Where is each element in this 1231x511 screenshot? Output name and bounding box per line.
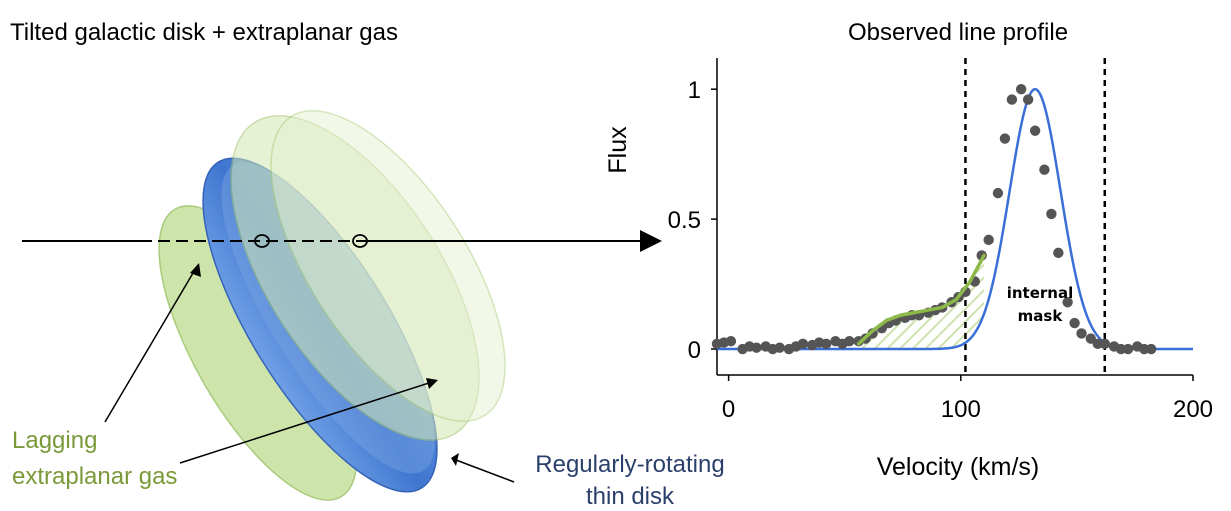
observed-data-point [1046, 208, 1057, 220]
observed-data-point [1006, 94, 1018, 105]
label-arrows [104, 263, 515, 483]
label-thin-disk-line2: thin disk [586, 483, 675, 510]
extraplanar-gas-front [230, 110, 506, 441]
y-axis-label: Flux [604, 126, 632, 174]
mask-label-line2: mask [1018, 307, 1064, 325]
label-lagging-line1: Lagging [12, 427, 97, 454]
label-lagging-line2: extraplanar gas [12, 463, 177, 490]
x-axis-label: Velocity (km/s) [877, 453, 1040, 481]
observed-data-point [1053, 247, 1064, 259]
observed-data-point [1022, 94, 1034, 105]
arrow-head-icon [640, 230, 662, 252]
left-panel: Tilted galactic disk + extraplanar gas [10, 19, 725, 510]
observed-data-point [844, 336, 855, 347]
mask-label-line1: internal [1007, 284, 1074, 302]
observed-data-point [820, 338, 832, 350]
observed-data-point [1015, 83, 1027, 95]
observed-data-point [1039, 164, 1050, 175]
observed-data-point [1122, 343, 1134, 355]
x-tick-label: 0 [722, 396, 735, 423]
intersection-marker-icon [254, 234, 270, 248]
observed-data-point [992, 187, 1004, 199]
observed-data-point [797, 338, 809, 350]
observed-data-point [1076, 328, 1087, 339]
x-tick-label: 200 [1173, 396, 1213, 423]
observed-data-point [1099, 338, 1110, 350]
observed-data-point [774, 342, 785, 353]
lag-component-line [856, 253, 986, 346]
observed-data-point [751, 342, 762, 353]
observed-data-point [1029, 125, 1041, 136]
observed-data-point [983, 234, 994, 246]
chart-area: 0 100 200 0 0.5 1 [668, 58, 1213, 423]
x-tick-label: 100 [941, 396, 981, 423]
observed-data-point [1062, 297, 1073, 308]
label-thin-disk-line1: Regularly-rotating [535, 451, 724, 478]
right-panel: Observed line profile 0 100 200 0 0.5 1 Veloc… [604, 19, 1213, 481]
observed-data-point [1069, 317, 1080, 329]
observed-data-point [725, 336, 737, 347]
observed-data-point [999, 133, 1011, 144]
intersection-marker-icon [352, 234, 368, 248]
y-tick-label: 1 [688, 77, 701, 104]
observed-data-point [1146, 343, 1157, 355]
y-tick-label: 0 [688, 337, 701, 364]
left-panel-title: Tilted galactic disk + extraplanar gas [10, 19, 398, 46]
chart-title: Observed line profile [848, 19, 1068, 46]
line-of-sight [22, 230, 662, 252]
y-tick-label: 0.5 [668, 207, 701, 234]
